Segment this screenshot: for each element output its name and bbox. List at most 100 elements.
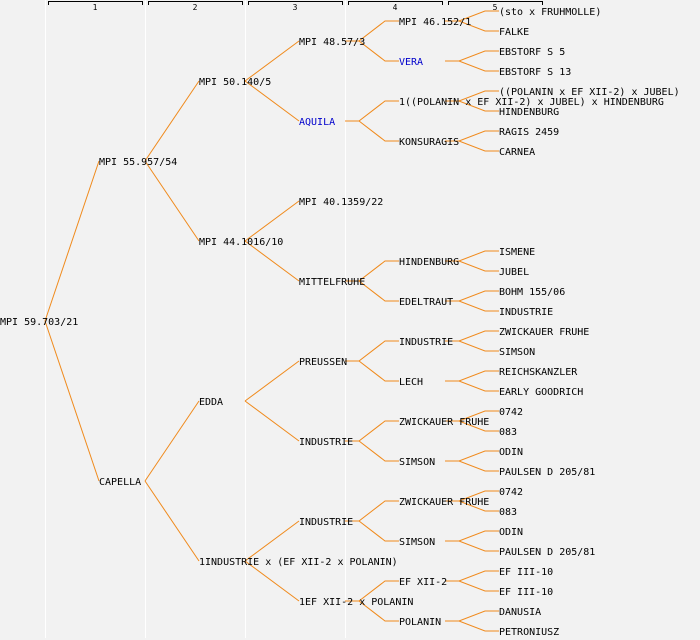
- ancestor-node-label[interactable]: FALKE: [499, 27, 529, 38]
- ancestor-node-label[interactable]: EARLY GOODRICH: [499, 387, 583, 398]
- branch-line: [345, 520, 399, 542]
- branch-line: [345, 360, 399, 382]
- ancestor-node-label[interactable]: MPI 44.1016/10: [199, 237, 283, 248]
- branch-line: [445, 610, 499, 622]
- branch-line: [445, 50, 499, 62]
- ancestor-node-label[interactable]: DANUSIA: [499, 607, 541, 618]
- ancestor-node-label[interactable]: 0742: [499, 407, 523, 418]
- ancestor-node-label[interactable]: PAULSEN D 205/81: [499, 467, 595, 478]
- ancestor-node-label[interactable]: 0742: [499, 487, 523, 498]
- branch-line: [445, 340, 499, 352]
- ancestor-node-label[interactable]: 1INDUSTRIE x (EF XII-2 x POLANIN): [199, 557, 398, 568]
- ancestor-node-label[interactable]: EDDA: [199, 397, 223, 408]
- ancestor-node-label[interactable]: EF XII-2: [399, 577, 447, 588]
- branch-line: [445, 300, 499, 312]
- generation-header: 1: [93, 3, 98, 12]
- ancestor-node-label[interactable]: INDUSTRIE: [299, 437, 353, 448]
- branch-lines: [44, 10, 499, 632]
- branch-line: [445, 530, 499, 542]
- ancestor-node-label[interactable]: ODIN: [499, 447, 523, 458]
- generation-bracket: [48, 1, 143, 5]
- ancestor-node-label[interactable]: SIMSON: [399, 537, 435, 548]
- generation-header: 5: [493, 3, 498, 12]
- branch-line: [44, 320, 100, 482]
- ancestor-node-label[interactable]: INDUSTRIE: [299, 517, 353, 528]
- branch-line: [244, 200, 300, 242]
- ancestor-node-label[interactable]: HINDENBURG: [499, 107, 559, 118]
- branch-line: [345, 280, 399, 302]
- ancestor-node-label[interactable]: 1((POLANIN x EF XII-2) x JUBEL) x HINDEN…: [399, 97, 664, 108]
- generation-header: 2: [193, 3, 198, 12]
- branch-line: [345, 40, 399, 62]
- ancestor-node-label[interactable]: VERA: [399, 57, 423, 68]
- generation-bracket: [348, 1, 443, 5]
- ancestor-node-label[interactable]: AQUILA: [299, 117, 335, 128]
- generation-header: 4: [393, 3, 398, 12]
- branch-line: [445, 370, 499, 382]
- ancestor-node-label[interactable]: JUBEL: [499, 267, 529, 278]
- ancestor-node-label[interactable]: MPI 55.957/54: [99, 157, 177, 168]
- generation-header: 3: [293, 3, 298, 12]
- ancestor-node-label[interactable]: EDELTRAUT: [399, 297, 453, 308]
- branch-line: [445, 20, 499, 32]
- ancestor-node-label[interactable]: EBSTORF S 5: [499, 47, 565, 58]
- ancestor-node-label[interactable]: ((POLANIN x EF XII-2) x JUBEL): [499, 87, 680, 98]
- root-node-label[interactable]: MPI 59.703/21: [0, 317, 78, 328]
- ancestor-node-label[interactable]: MITTELFRUHE: [299, 277, 365, 288]
- ancestor-node-label[interactable]: INDUSTRIE: [499, 307, 553, 318]
- ancestor-node-label[interactable]: ZWICKAUER FRUHE: [399, 417, 489, 428]
- branch-line: [345, 120, 399, 142]
- branch-line: [345, 340, 399, 362]
- branch-line: [445, 460, 499, 472]
- ancestor-node-label[interactable]: SIMSON: [399, 457, 435, 468]
- ancestor-node-label[interactable]: POLANIN: [399, 617, 441, 628]
- ancestor-node-label[interactable]: KONSURAGIS: [399, 137, 459, 148]
- branch-line: [445, 260, 499, 272]
- branch-line: [445, 450, 499, 462]
- ancestor-node-label[interactable]: (sto x FRUHMOLLE): [499, 7, 601, 18]
- branch-line: [144, 480, 200, 562]
- branch-line: [144, 160, 200, 242]
- ancestor-node-label[interactable]: 083: [499, 507, 517, 518]
- ancestor-node-label[interactable]: PETRONIUSZ: [499, 627, 559, 638]
- ancestor-node-label[interactable]: PREUSSEN: [299, 357, 347, 368]
- branch-line: [345, 600, 399, 622]
- ancestor-node-label[interactable]: SIMSON: [499, 347, 535, 358]
- branch-line: [144, 80, 200, 162]
- ancestor-node-label[interactable]: ZWICKAUER FRUHE: [499, 327, 589, 338]
- branch-line: [445, 60, 499, 72]
- branch-line: [244, 40, 300, 82]
- ancestor-node-label[interactable]: LECH: [399, 377, 423, 388]
- ancestor-node-label[interactable]: 083: [499, 427, 517, 438]
- ancestor-node-label[interactable]: MPI 40.1359/22: [299, 197, 383, 208]
- ancestor-node-label[interactable]: EF III-10: [499, 567, 553, 578]
- ancestor-node-label[interactable]: MPI 50.140/5: [199, 77, 271, 88]
- branch-line: [445, 620, 499, 632]
- branch-line: [445, 140, 499, 152]
- branch-line: [244, 520, 300, 562]
- branch-line: [445, 540, 499, 552]
- branch-line: [445, 580, 499, 592]
- ancestor-node-label[interactable]: 1EF XII-2 x POLANIN: [299, 597, 413, 608]
- ancestor-node-label[interactable]: ISMENE: [499, 247, 535, 258]
- ancestor-node-label[interactable]: PAULSEN D 205/81: [499, 547, 595, 558]
- ancestor-node-label[interactable]: ODIN: [499, 527, 523, 538]
- ancestor-node-label[interactable]: HINDENBURG: [399, 257, 459, 268]
- branch-line: [244, 360, 300, 402]
- ancestor-node-label[interactable]: EF III-10: [499, 587, 553, 598]
- branch-line: [244, 400, 300, 442]
- ancestor-node-label[interactable]: ZWICKAUER FRUHE: [399, 497, 489, 508]
- generation-bracket: [248, 1, 343, 5]
- ancestor-node-label[interactable]: REICHSKANZLER: [499, 367, 578, 378]
- ancestor-node-label[interactable]: MPI 46.152/1: [399, 17, 471, 28]
- ancestor-node-label[interactable]: MPI 48.57/3: [299, 37, 365, 48]
- branch-line: [445, 500, 499, 512]
- ancestor-node-label[interactable]: RAGIS 2459: [499, 127, 559, 138]
- ancestor-node-label[interactable]: BOHM 155/06: [499, 287, 565, 298]
- ancestor-node-label[interactable]: CAPELLA: [99, 477, 141, 488]
- branch-line: [345, 100, 399, 122]
- ancestor-node-label[interactable]: EBSTORF S 13: [499, 67, 571, 78]
- ancestor-node-label[interactable]: INDUSTRIE: [399, 337, 453, 348]
- ancestor-node-label[interactable]: CARNEA: [499, 147, 535, 158]
